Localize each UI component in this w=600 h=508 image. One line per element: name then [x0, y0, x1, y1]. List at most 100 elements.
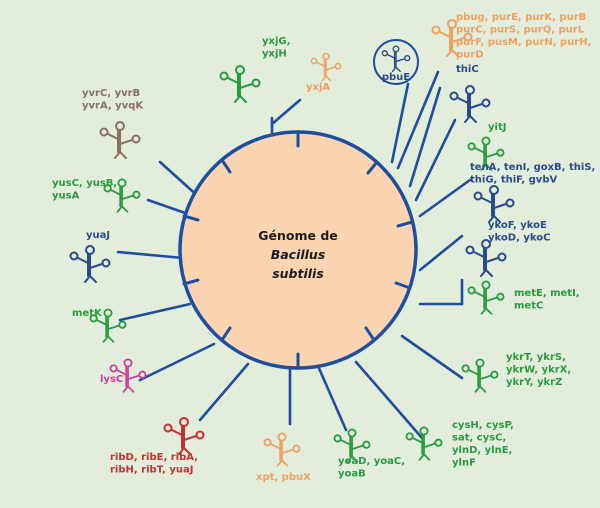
gene-label-line: yvrA, yvqK	[82, 101, 144, 112]
rna-stem-loop	[488, 215, 501, 223]
rna-stem-loop	[123, 358, 133, 368]
rna-stem-loop	[446, 49, 459, 57]
gene-label-line: lysC	[100, 374, 123, 385]
rna-stem-loop	[107, 324, 120, 331]
rna-stem-loop	[449, 91, 459, 101]
rna-stem-loop	[239, 83, 253, 89]
rna-stem-loop	[316, 61, 327, 68]
label-yoad-group: yoaD, yoaC,yoaB	[338, 456, 405, 480]
connector-lines	[116, 70, 472, 440]
rna-stem-loop	[493, 203, 507, 209]
rna-stem-loop	[431, 25, 441, 35]
rna-stem-loop	[107, 133, 121, 141]
rna-stem-loop	[321, 75, 332, 82]
rna-stem-loop	[423, 442, 436, 449]
rna-stem-loop	[405, 432, 414, 441]
riboswitch-ykof-group	[465, 239, 507, 277]
tick-top-left	[220, 158, 232, 174]
rna-stem-loop	[392, 45, 400, 53]
tick-left-lower	[182, 278, 200, 286]
rna-stem-loop	[234, 95, 247, 103]
connector-yusc	[146, 198, 190, 216]
rna-stem-loop	[473, 191, 483, 201]
rna-stem-loop	[439, 31, 453, 39]
rna-stem-loop	[490, 370, 499, 379]
label-xpt: xpt, pbuX	[256, 472, 311, 483]
rna-stem-loop	[227, 77, 241, 85]
rna-stem-loop	[333, 434, 342, 443]
riboswitch-yxja	[310, 52, 342, 82]
gene-label-line: yusC, yusB,	[52, 178, 117, 189]
rna-stem-loop	[497, 252, 507, 262]
gene-label-line: ykrT, ykrS,	[506, 352, 566, 363]
rna-stem-loop	[419, 426, 429, 436]
gene-label-line: ykrW, ykrX,	[506, 365, 571, 376]
rna-stem-loop	[505, 198, 515, 208]
gene-label-line: pbuE	[382, 72, 410, 83]
connector-lysc	[138, 342, 216, 382]
rna-stem-loop	[102, 335, 115, 343]
gene-label-line: pbug, purE, purK, purB	[456, 12, 586, 23]
rna-stem-loop	[489, 185, 499, 195]
riboswitch-cysh-group	[405, 426, 443, 461]
connector-thic	[408, 86, 442, 188]
gene-label-line: yitJ	[488, 122, 506, 133]
rna-stem-loop	[251, 78, 261, 88]
rna-stem-loop	[132, 190, 141, 199]
rna-stem-loop	[122, 385, 135, 393]
gene-label-line: cysH, cysP,	[452, 420, 514, 431]
rna-stem-loop	[461, 364, 470, 373]
rna-stem-loop	[404, 54, 411, 62]
rna-stem-loop	[346, 455, 359, 463]
rna-stem-loop	[381, 50, 388, 57]
label-cysh-group: cysH, cysP,sat, cysC,ylnD, ylnE,ylnF	[452, 420, 514, 469]
rna-stem-loop	[195, 430, 205, 440]
rna-stem-loop	[447, 19, 457, 29]
rna-stem-loop	[116, 205, 129, 213]
riboswitch-yusc-group	[103, 178, 141, 213]
tick-left-upper	[182, 214, 200, 222]
rna-stem-loop	[474, 147, 487, 155]
rna-stem-loop	[481, 280, 491, 290]
rna-stem-loop	[467, 286, 476, 295]
rna-stem-loop	[178, 447, 191, 455]
rna-stem-loop	[351, 444, 364, 451]
rna-stem-loop	[110, 189, 123, 197]
rna-stem-loop	[468, 369, 481, 377]
tick-right-upper	[396, 220, 414, 228]
label-pbue: pbuE	[382, 72, 410, 83]
rna-stem-loop	[103, 308, 113, 318]
riboswitch-lysc	[109, 358, 147, 393]
gene-label-line: purC, purS, purQ, purL	[456, 25, 585, 36]
connector-metk	[118, 302, 192, 322]
gene-label-line: yxjH	[262, 49, 287, 60]
gene-label-line: yxjG,	[262, 36, 290, 47]
rna-stem-loop	[116, 369, 129, 377]
gene-label-line: yxjA	[306, 82, 330, 93]
rna-stem-loop	[292, 444, 301, 453]
rna-stem-loop	[109, 364, 118, 373]
rna-stem-loop	[485, 257, 499, 263]
gene-label-line: purF, pusM, purN, purH,	[456, 37, 591, 48]
gene-label-line: ylnF	[452, 458, 476, 469]
rna-stem-loop	[171, 429, 185, 437]
connector-pbue	[390, 82, 410, 164]
rna-stem-loop	[467, 142, 476, 151]
rna-stem-loop	[496, 148, 505, 157]
riboswitch-pbug-group	[431, 19, 473, 57]
rna-stem-loop	[121, 194, 134, 201]
rna-stem-loop	[481, 136, 491, 146]
riboswitch-yitj	[467, 136, 505, 171]
rna-stem-loop	[386, 53, 397, 60]
riboswitch-yvrc-group	[99, 121, 141, 159]
rna-stem-loop	[127, 374, 140, 381]
rna-stem-loop	[276, 459, 289, 467]
rna-stem-loop	[496, 292, 505, 301]
rna-stem-loop	[485, 152, 498, 159]
rna-stem-loop	[418, 453, 431, 461]
rna-stem-loop	[101, 258, 111, 268]
label-yxja: yxjA	[306, 82, 330, 93]
connector-yoad	[316, 364, 348, 432]
